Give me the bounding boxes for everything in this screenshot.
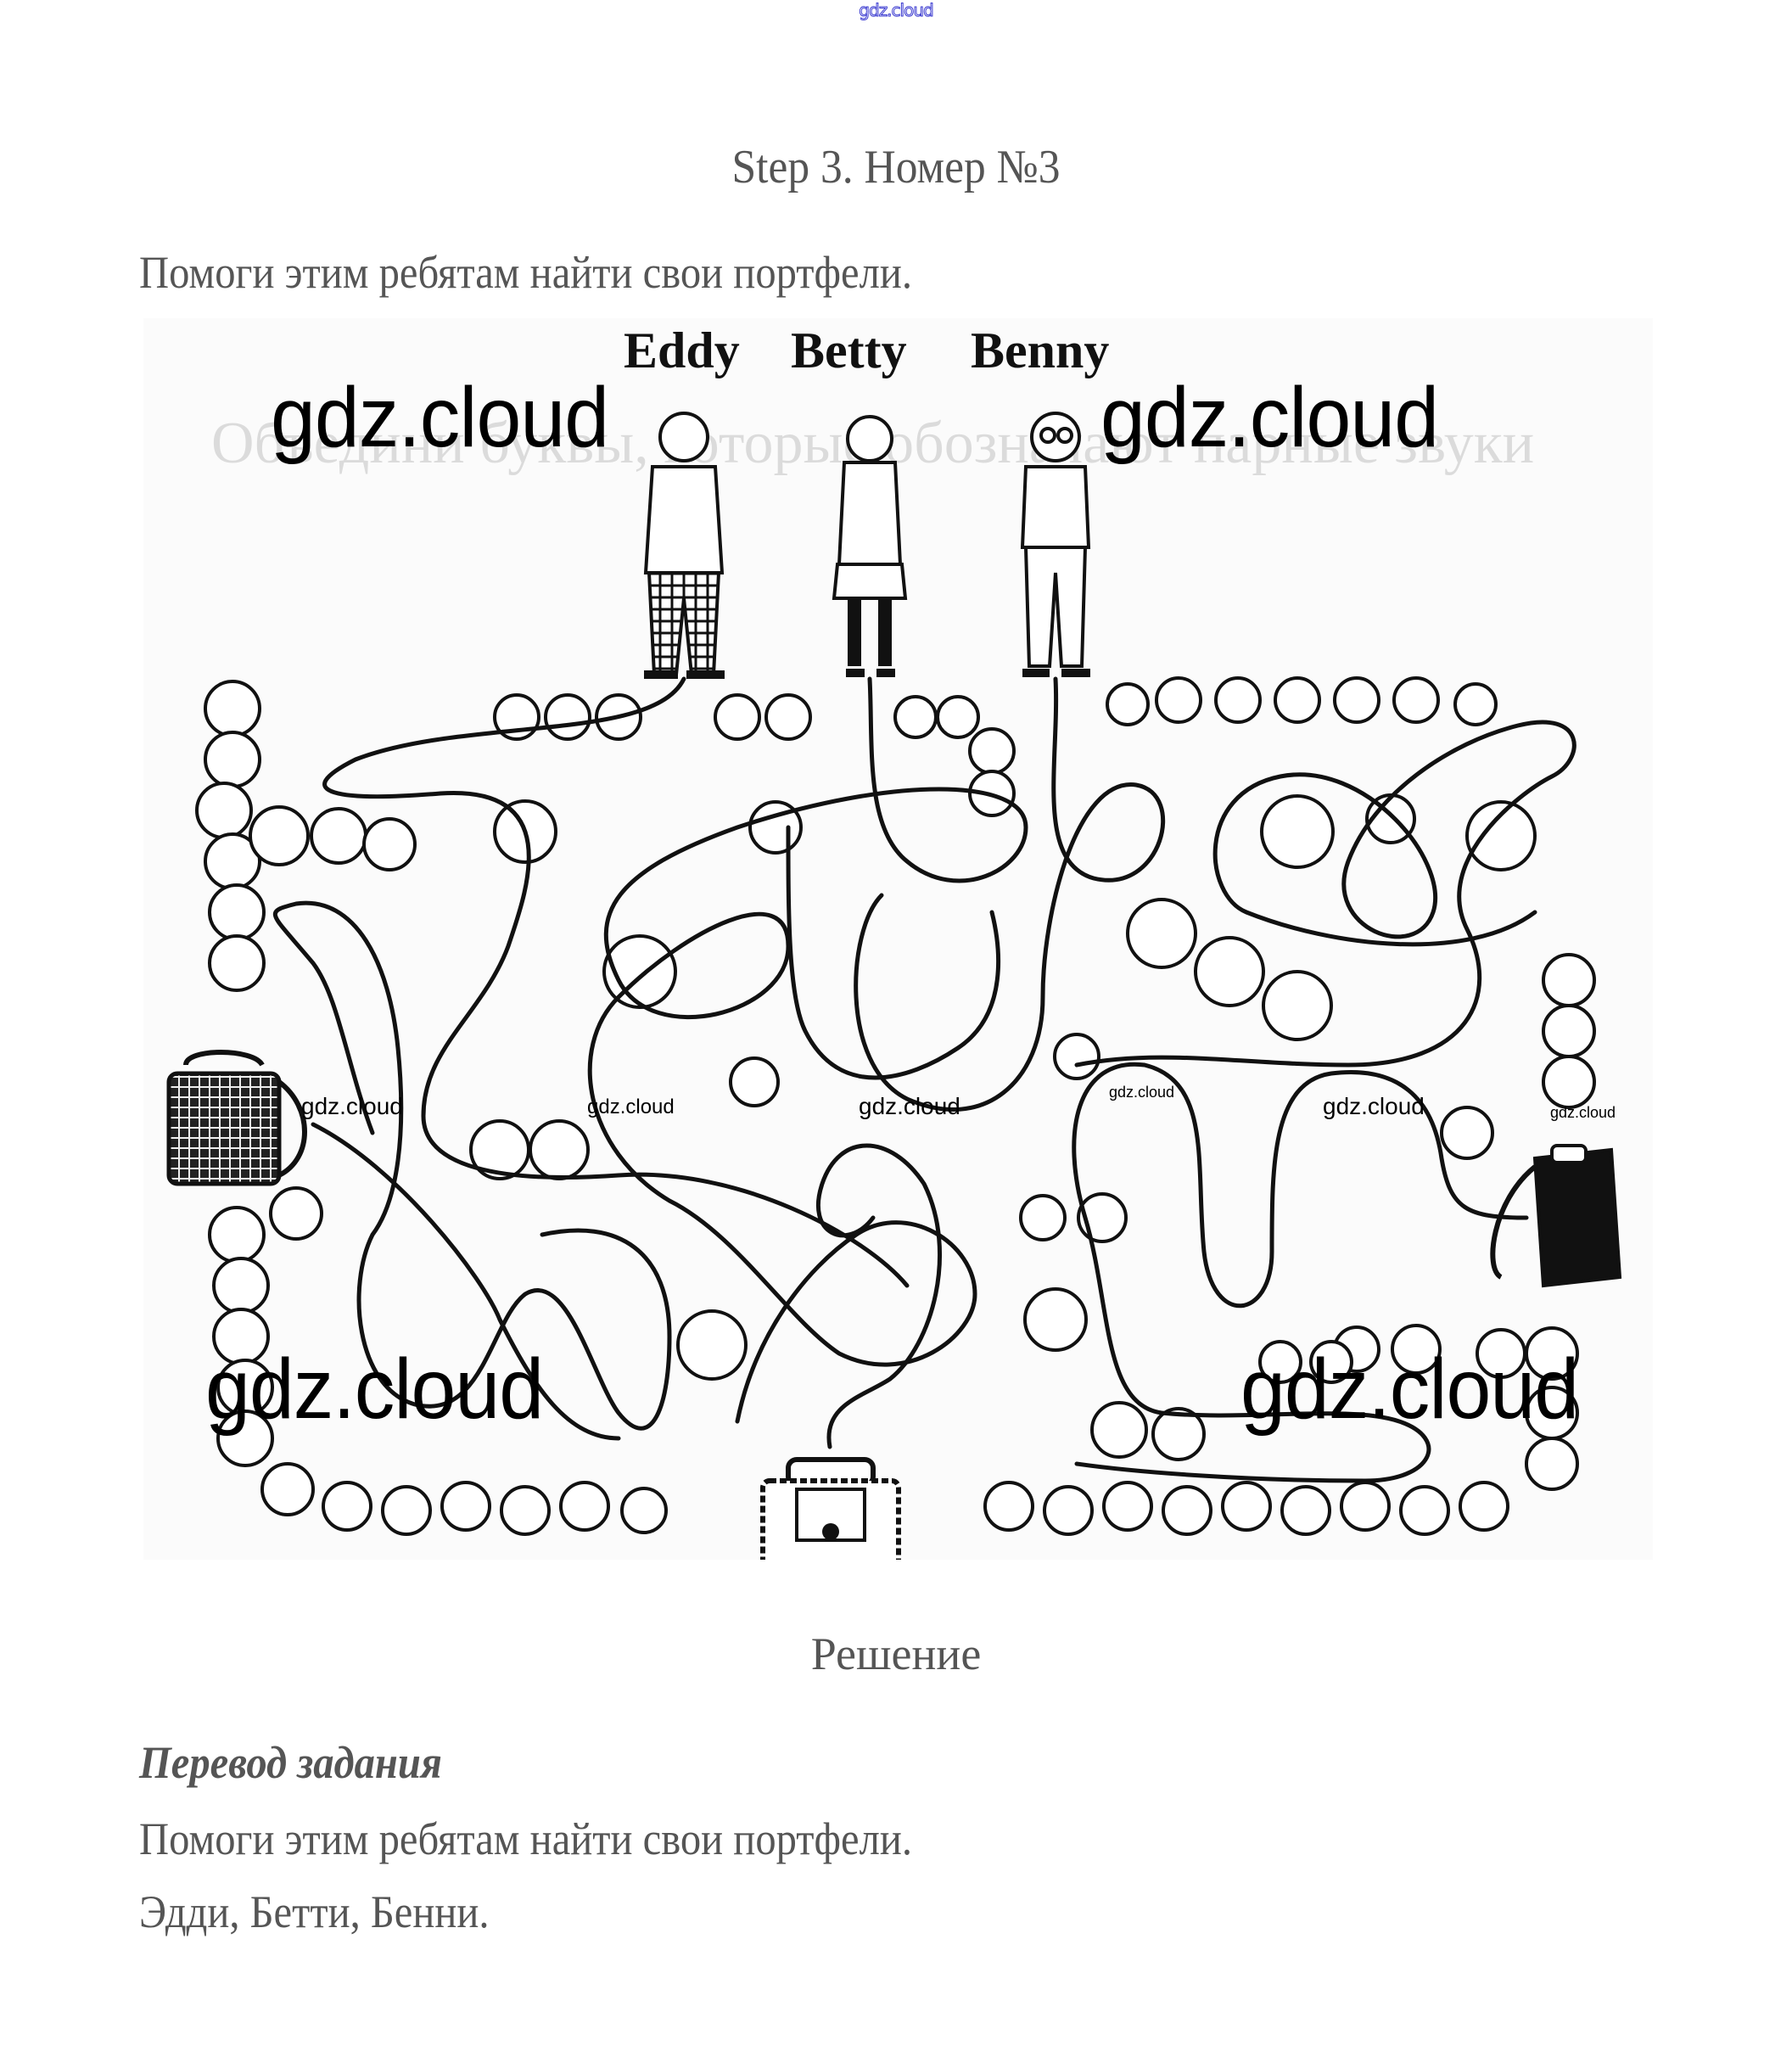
path-1 [322, 676, 910, 1288]
path-9 [786, 825, 1001, 1080]
path-4 [272, 900, 672, 1431]
name-eddy: Eddy [624, 322, 740, 378]
maze-illustration: Объедини буквы, которые обозначают парны… [143, 318, 1653, 1585]
watermark: gdz.cloud [205, 1342, 544, 1437]
bag-left [166, 1050, 307, 1186]
path-7 [815, 1143, 942, 1449]
bag-bottom [760, 1457, 901, 1585]
task-text: Помоги этим ребятам найти свои портфели. [139, 247, 912, 298]
path-5 [1072, 1062, 1529, 1483]
watermark: gdz.cloud [271, 370, 609, 465]
eddy-figure [643, 412, 725, 679]
watermark-small: gdz.cloud [1323, 1093, 1425, 1119]
path-6 [1074, 720, 1576, 1068]
path-3 [854, 676, 1166, 1112]
bush-border-left [195, 680, 417, 1467]
maze-paths [272, 676, 1576, 1483]
watermark-small: gdz.cloud [1109, 1084, 1175, 1101]
bush-border-right [1333, 953, 1596, 1491]
watermark-small: gdz.cloud [301, 1093, 403, 1119]
watermark-top: gdz.cloud [859, 0, 934, 21]
watermark-small: gdz.cloud [1550, 1104, 1616, 1121]
translation-names: Эдди, Бетти, Бенни. [139, 1886, 490, 1937]
name-benny: Benny [971, 322, 1109, 378]
bush-border-top [493, 676, 1498, 817]
maze-drawing: Объедини буквы, которые обозначают парны… [143, 318, 1653, 1585]
name-betty: Betty [791, 322, 907, 378]
watermark-small: gdz.cloud [587, 1096, 675, 1118]
bush-inner [469, 793, 1537, 1461]
translation-heading: Перевод задания [139, 1737, 442, 1788]
translation-text: Помоги этим ребятам найти свои портфели. [139, 1813, 912, 1864]
path-2 [587, 676, 1028, 1424]
watermark: gdz.cloud [1100, 370, 1439, 465]
watermark: gdz.cloud [1240, 1342, 1579, 1437]
bushes [195, 676, 1596, 1536]
solution-label: Решение [810, 1628, 982, 1679]
betty-figure [832, 415, 908, 677]
bush-border-bottom [260, 1462, 1509, 1536]
watermark-small: gdz.cloud [859, 1093, 960, 1119]
path-8 [311, 1122, 621, 1441]
benny-figure [1020, 412, 1091, 677]
page-title: Step 3. Номер №3 [731, 141, 1061, 193]
bag-right [1490, 1144, 1622, 1288]
